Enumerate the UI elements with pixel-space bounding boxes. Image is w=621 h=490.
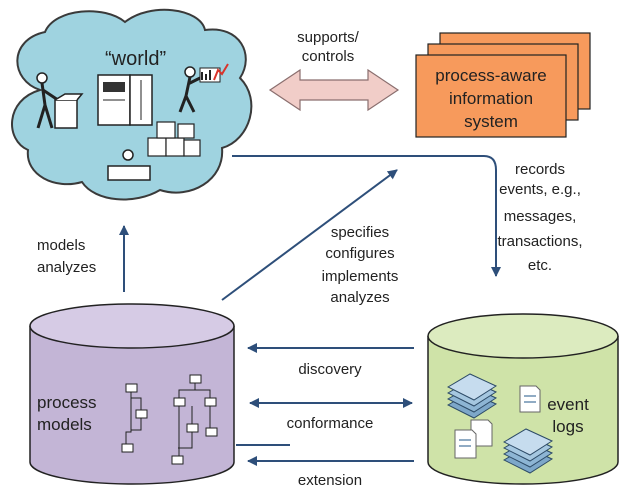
discovery-label: discovery bbox=[298, 361, 362, 378]
supports-line-1: supports/ bbox=[297, 29, 360, 46]
pais-line-2: information bbox=[449, 89, 533, 108]
event-logs-line-1: event bbox=[547, 395, 589, 414]
pais-box bbox=[415, 54, 567, 138]
event-logs-database: event logs bbox=[427, 313, 619, 485]
specifies-line-4: analyzes bbox=[330, 289, 389, 306]
presenter-chart-icon bbox=[178, 63, 229, 113]
event-logs-line-2: logs bbox=[552, 417, 583, 436]
supports-double-arrow bbox=[268, 68, 400, 112]
crates-icon bbox=[147, 121, 201, 157]
specifies-line-3: implements bbox=[322, 268, 399, 285]
specifies-line-1: specifies bbox=[331, 224, 389, 241]
extension-label: extension bbox=[298, 472, 362, 485]
world-label: “world” bbox=[105, 48, 166, 70]
records-line-3: messages, bbox=[504, 208, 577, 225]
pais-line-3: system bbox=[464, 112, 518, 131]
process-model-mini-1 bbox=[121, 383, 148, 453]
pais-stack: process-aware information system bbox=[415, 32, 591, 138]
document-icon-1 bbox=[519, 385, 541, 413]
pais-line-1: process-aware bbox=[435, 66, 547, 85]
records-line-1: records bbox=[515, 161, 565, 178]
records-arrow bbox=[232, 155, 501, 277]
log-stack-icon-1 bbox=[446, 373, 498, 419]
specifies-arrow bbox=[221, 169, 398, 301]
desk-worker-icon bbox=[107, 149, 151, 181]
supports-line-2: controls bbox=[302, 48, 355, 65]
world-cloud: “world” bbox=[11, 8, 253, 201]
records-line-5: etc. bbox=[528, 257, 552, 274]
conformance-label: conformance bbox=[287, 415, 374, 432]
document-icon-2 bbox=[454, 419, 493, 459]
machine-icon bbox=[97, 74, 153, 126]
process-models-line-1: process bbox=[37, 393, 97, 412]
records-line-4: transactions, bbox=[497, 233, 582, 250]
records-line-2: events, e.g., bbox=[499, 181, 581, 198]
process-models-database: process models bbox=[29, 303, 235, 485]
process-model-mini-2 bbox=[171, 374, 218, 465]
process-models-line-2: models bbox=[37, 415, 92, 434]
log-stack-icon-2 bbox=[502, 428, 554, 474]
models-analyzes-line-2: analyzes bbox=[37, 259, 96, 276]
models-analyzes-line-1: models bbox=[37, 237, 85, 254]
worker-packing-icon bbox=[36, 72, 84, 129]
specifies-line-2: configures bbox=[325, 245, 394, 262]
